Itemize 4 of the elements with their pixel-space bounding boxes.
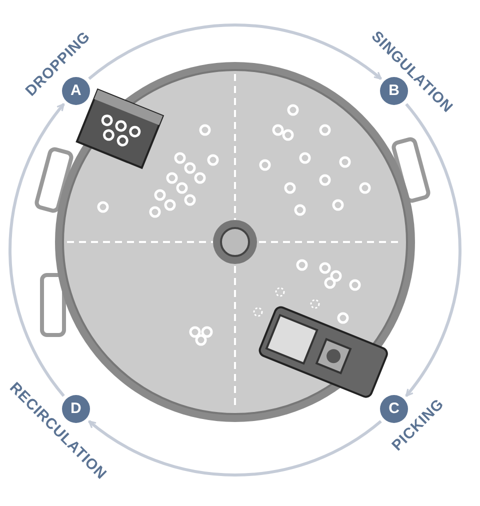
cycle-arrow <box>405 103 462 397</box>
cycle-arrow <box>88 24 382 80</box>
cycle-arrow <box>88 420 382 476</box>
cycle-arrow <box>8 103 65 397</box>
